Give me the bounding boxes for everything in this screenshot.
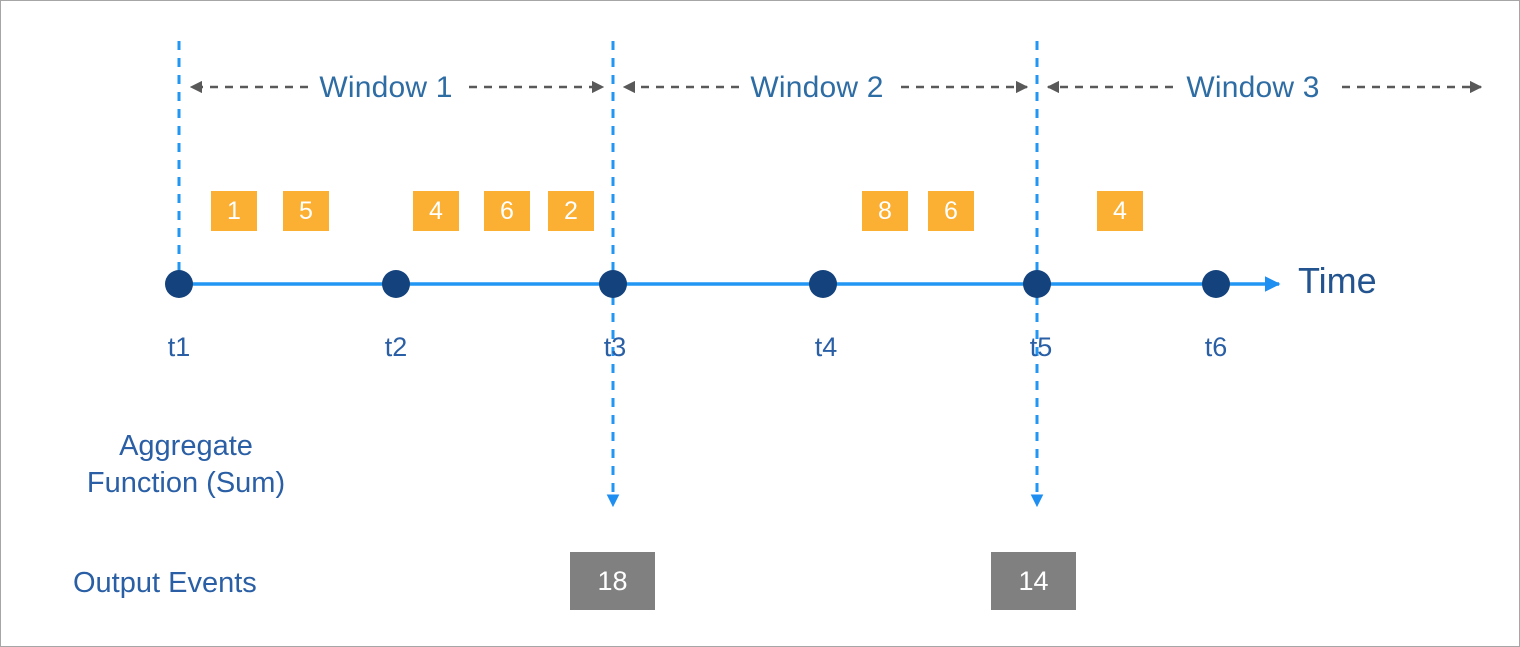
input-event-box: 8 xyxy=(862,191,908,231)
tick-label-t4: t4 xyxy=(814,332,838,362)
time-point-t1 xyxy=(165,270,193,298)
output-events-label: Output Events xyxy=(73,567,257,599)
input-event-box: 1 xyxy=(211,191,257,231)
input-event-box: 4 xyxy=(413,191,459,231)
input-event-box: 4 xyxy=(1097,191,1143,231)
tick-label-t2: t2 xyxy=(384,332,408,362)
time-axis xyxy=(165,270,1281,298)
output-event-box: 18 xyxy=(570,552,655,610)
time-point-t6 xyxy=(1202,270,1230,298)
tick-label-t3: t3 xyxy=(603,332,627,362)
tick-label-t6: t6 xyxy=(1204,332,1228,362)
input-event-box: 6 xyxy=(484,191,530,231)
tick-label-t1: t1 xyxy=(167,332,191,362)
time-point-t2 xyxy=(382,270,410,298)
window-2-label: Window 2 xyxy=(750,71,884,104)
time-point-t4 xyxy=(809,270,837,298)
window-boundary-lines xyxy=(177,41,1044,508)
input-event-box: 5 xyxy=(283,191,329,231)
time-point-t3 xyxy=(599,270,627,298)
time-point-t5 xyxy=(1023,270,1051,298)
output-event-box: 14 xyxy=(991,552,1076,610)
aggregate-function-label: Aggregate Function (Sum) xyxy=(86,430,286,500)
input-event-box: 6 xyxy=(928,191,974,231)
time-axis-label: Time xyxy=(1298,260,1377,301)
window-1-label: Window 1 xyxy=(319,71,453,104)
window-3-label: Window 3 xyxy=(1186,71,1320,104)
tick-label-t5: t5 xyxy=(1029,332,1053,362)
input-event-box: 2 xyxy=(548,191,594,231)
